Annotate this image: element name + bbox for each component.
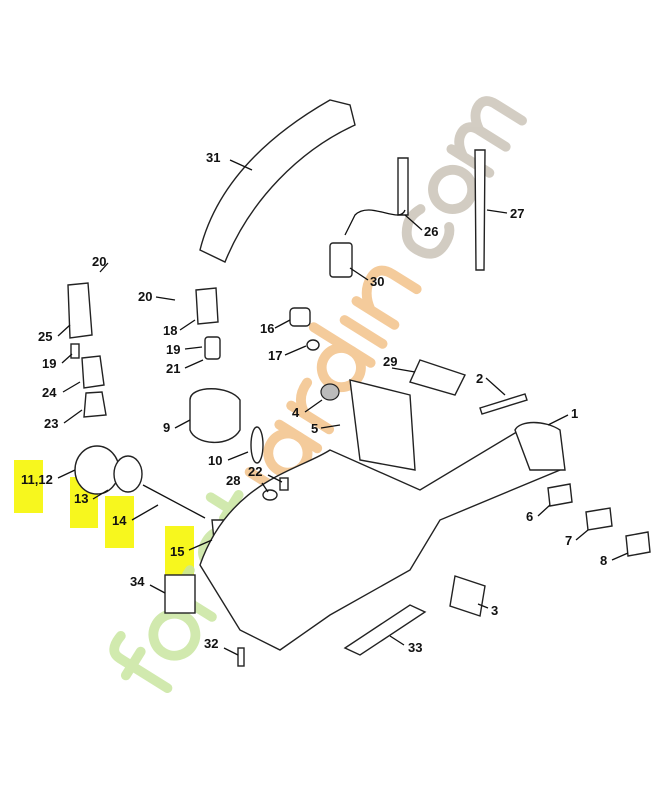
part-23 xyxy=(83,391,107,418)
part-8 xyxy=(625,531,651,557)
callout-26: 26 xyxy=(424,224,438,239)
part-14 xyxy=(142,484,206,519)
callout-8: 8 xyxy=(600,553,607,568)
callout-10: 10 xyxy=(208,453,222,468)
part-9 xyxy=(189,388,241,444)
part-22 xyxy=(279,477,289,491)
callout-13: 13 xyxy=(74,491,88,506)
part-screw-32 xyxy=(237,647,245,667)
callout-9: 9 xyxy=(163,420,170,435)
callout-23: 23 xyxy=(44,416,58,431)
leader-lines xyxy=(57,159,629,656)
part-7 xyxy=(585,507,613,531)
part-housing-1 xyxy=(199,429,561,651)
part-filter-30 xyxy=(329,242,353,278)
callout-16: 16 xyxy=(260,321,274,336)
callout-27: 27 xyxy=(510,206,524,221)
highlight-11-12 xyxy=(14,460,43,513)
part-13 xyxy=(113,455,143,493)
callout-34: 34 xyxy=(130,574,145,589)
callout-30: 30 xyxy=(370,274,384,289)
watermark-orange xyxy=(244,265,422,525)
callout-19: 19 xyxy=(42,356,56,371)
callout-4: 4 xyxy=(292,405,300,420)
part-10 xyxy=(250,426,264,464)
callout-14: 14 xyxy=(112,513,127,528)
callout-19: 19 xyxy=(166,342,180,357)
callout-21: 21 xyxy=(166,361,180,376)
parts xyxy=(67,99,651,667)
callout-11-12: 11,12 xyxy=(21,472,53,487)
callout-15: 15 xyxy=(170,544,184,559)
callout-1: 1 xyxy=(571,406,578,421)
part-28 xyxy=(262,489,278,501)
callout-18: 18 xyxy=(163,323,177,338)
callout-labels: 31 26 27 20 30 20 25 18 16 19 19 21 17 2… xyxy=(21,150,607,655)
part-29 xyxy=(409,359,466,396)
callout-6: 6 xyxy=(526,509,533,524)
part-label-34 xyxy=(164,574,196,614)
callout-22: 22 xyxy=(248,464,262,479)
part-21 xyxy=(204,336,221,360)
part-16 xyxy=(289,307,311,327)
callout-5: 5 xyxy=(311,421,318,436)
callout-33: 33 xyxy=(408,640,422,655)
part-plate-33 xyxy=(343,604,427,656)
part-hose-27 xyxy=(474,149,486,271)
part-24 xyxy=(81,355,105,389)
highlight-14 xyxy=(105,496,134,548)
callout-28: 28 xyxy=(226,473,240,488)
part-4 xyxy=(320,383,340,401)
callout-3: 3 xyxy=(491,603,498,618)
callout-25: 25 xyxy=(38,329,52,344)
part-17 xyxy=(306,339,320,351)
part-18 xyxy=(195,287,219,325)
callout-7: 7 xyxy=(565,533,572,548)
callout-2: 2 xyxy=(476,371,483,386)
callout-20: 20 xyxy=(138,289,152,304)
part-handle-cover-31 xyxy=(199,99,356,263)
part-screw-2 xyxy=(479,393,528,415)
part-11-12 xyxy=(74,445,120,495)
callout-20: 20 xyxy=(92,254,106,269)
callout-29: 29 xyxy=(383,354,397,369)
part-6 xyxy=(547,483,573,507)
callout-32: 32 xyxy=(204,636,218,651)
callout-31: 31 xyxy=(206,150,220,165)
part-label-3 xyxy=(449,575,486,617)
part-fuel-line-26 xyxy=(397,157,409,216)
callout-17: 17 xyxy=(268,348,282,363)
part-19 xyxy=(70,343,80,359)
part-25 xyxy=(67,282,93,339)
callout-24: 24 xyxy=(42,385,57,400)
